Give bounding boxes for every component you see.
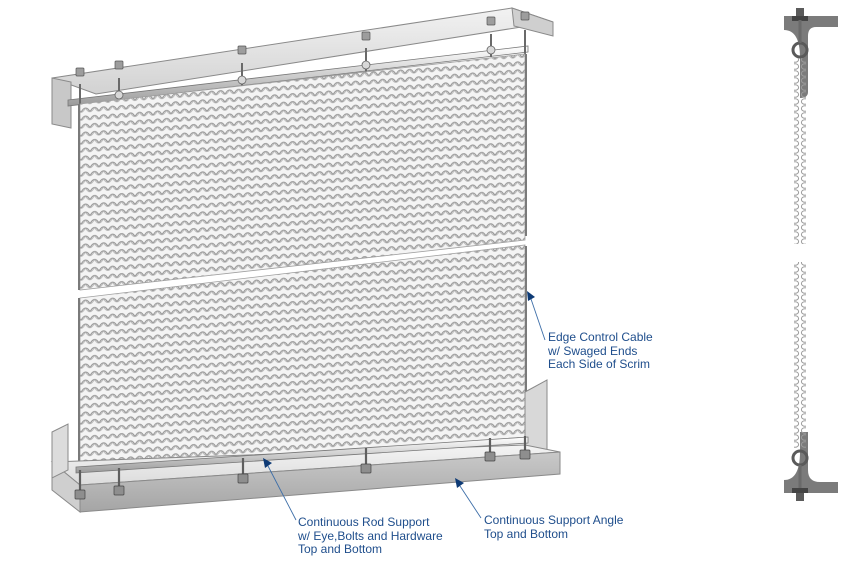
bottom-rod-support [74,436,531,500]
callout-line: Each Side of Scrim [548,357,651,371]
callout-edge-control-cable: Edge Control Cable w/ Swaged Ends Each S… [548,330,653,372]
callout-continuous-support-angle: Continuous Support Angle Top and Bottom [484,513,624,541]
top-support-angle [51,7,554,129]
callout-line: Continuous Rod Support [298,515,430,529]
callout-line: w/ Eye,Bolts and Hardware [298,528,443,543]
callout-line: Edge Control Cable [548,330,653,344]
bottom-support-angle [50,379,561,514]
callout-line: w/ Swaged Ends [548,343,638,358]
leader-rod-support [263,458,297,521]
callout-line: Continuous Support Angle [484,513,624,527]
leader-edge-cable [527,291,546,341]
arrow-head-icon [263,458,272,468]
top-rod-support [67,30,529,107]
callout-line: Top and Bottom [484,526,569,541]
callout-continuous-rod-support: Continuous Rod Support w/ Eye,Bolts and … [298,515,443,557]
leader-support-angle [455,478,482,519]
top-bolts [75,11,530,77]
arrow-head-icon [527,291,535,301]
arrow-head-icon [455,478,464,488]
side-section-view [784,8,838,501]
callout-line: Top and Bottom [298,542,383,556]
